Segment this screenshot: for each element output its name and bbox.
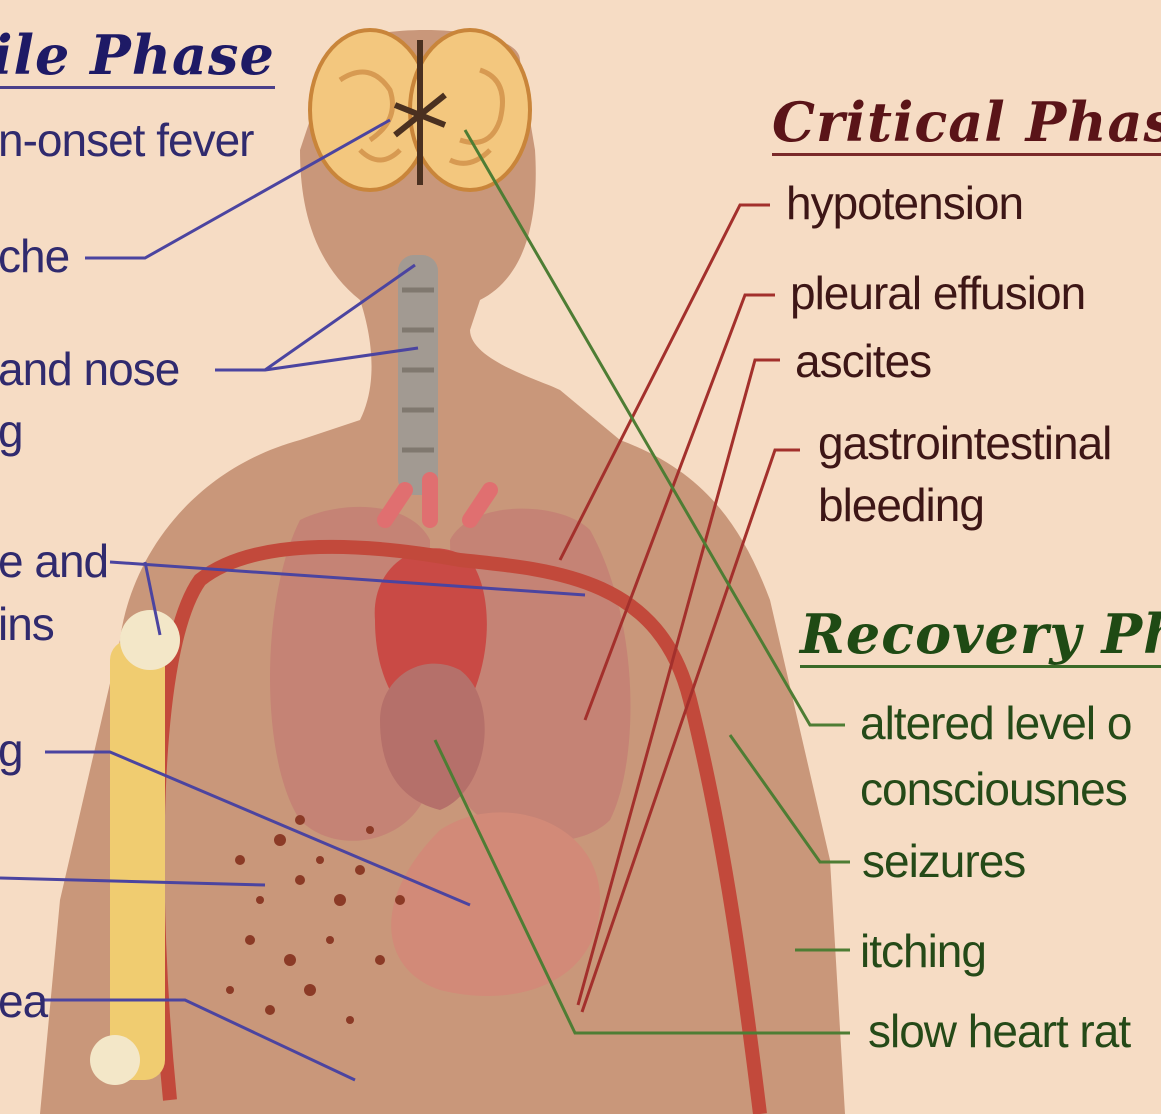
label-altered-consciousness-line1: altered level o bbox=[860, 700, 1131, 746]
label-headache: che bbox=[0, 233, 69, 279]
label-nausea: ea bbox=[0, 978, 47, 1024]
label-ascites: ascites bbox=[795, 338, 931, 384]
label-fever: n-onset fever bbox=[0, 117, 253, 163]
label-itching: itching bbox=[860, 928, 986, 974]
label-hypotension: hypotension bbox=[786, 180, 1023, 226]
label-mouth-nose-line1: and nose bbox=[0, 346, 179, 392]
label-mouth-nose-line2: g bbox=[0, 408, 23, 454]
label-altered-consciousness-line2: consciousnes bbox=[860, 766, 1127, 812]
recovery-phase-heading: Recovery Ph bbox=[800, 607, 1161, 668]
label-seizures: seizures bbox=[862, 838, 1025, 884]
label-muscle-line2: ins bbox=[0, 601, 54, 647]
label-gi-bleeding-line1: gastrointestinal bbox=[818, 420, 1111, 466]
label-muscle-line1: e and bbox=[0, 538, 108, 584]
label-slow-heart-rate: slow heart rat bbox=[868, 1008, 1130, 1054]
trachea-icon bbox=[398, 255, 438, 495]
label-gi-bleeding-line2: bleeding bbox=[818, 482, 984, 528]
brain-icon bbox=[310, 30, 530, 190]
febrile-phase-heading: ile Phase bbox=[0, 28, 275, 89]
critical-phase-heading: Critical Phas bbox=[772, 95, 1161, 156]
label-pleural-effusion: pleural effusion bbox=[790, 270, 1085, 316]
label-rash: g bbox=[0, 727, 23, 773]
